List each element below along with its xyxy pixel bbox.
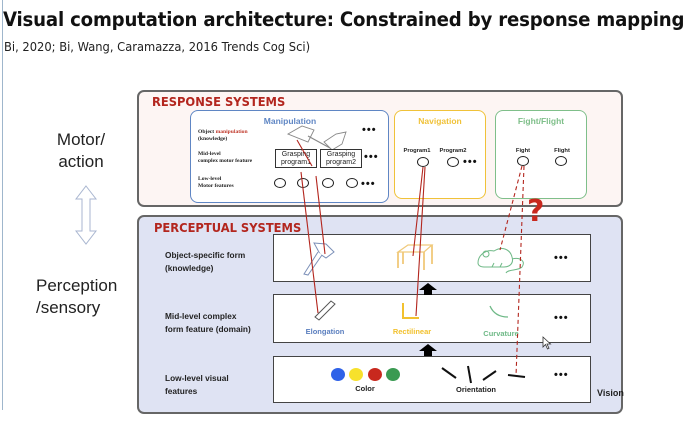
rectilinear-corner-icon bbox=[402, 303, 419, 319]
perception-sensory-label: Perception /sensory bbox=[36, 275, 132, 319]
nav-program2-label: Program2 bbox=[439, 148, 467, 154]
up-arrow-icon-2 bbox=[419, 344, 437, 356]
curvature-arc-icon bbox=[489, 305, 509, 318]
color-dots bbox=[331, 368, 403, 381]
perception-label-line2: /sensory bbox=[36, 298, 101, 317]
elongation-label: Elongation bbox=[305, 327, 345, 336]
low-visual-line1: Low-level visual bbox=[165, 373, 229, 383]
slide-left-border bbox=[2, 0, 3, 410]
motor-feature-node-4 bbox=[346, 178, 358, 188]
question-mark-annotation: ? bbox=[527, 194, 545, 229]
mid-form-line2: form feature (domain) bbox=[165, 323, 251, 334]
fight-node bbox=[517, 156, 529, 166]
mid-form-line1: Mid-level complex bbox=[165, 311, 237, 321]
grasping-program1-line1: Grasping bbox=[281, 151, 311, 158]
mid-level-line1: Mid-level bbox=[198, 151, 221, 157]
color-dot-green bbox=[386, 368, 400, 381]
up-arrow-icon-1 bbox=[419, 283, 437, 295]
rectilinear-label: Rectilinear bbox=[392, 327, 432, 336]
mid-ellipsis: ••• bbox=[554, 312, 569, 324]
navigation-title: Navigation bbox=[418, 116, 462, 126]
object-form-line2: (knowledge) bbox=[165, 262, 214, 273]
object-prefix: Object bbox=[198, 129, 216, 135]
mid-level-line2: complex motor feature bbox=[198, 158, 253, 164]
fight-label: Fight bbox=[515, 148, 531, 154]
nav-program1-node bbox=[417, 157, 429, 167]
low-ellipsis: ••• bbox=[554, 369, 569, 381]
response-systems-title: RESPONSE SYSTEMS bbox=[152, 94, 286, 109]
orientation-label: Orientation bbox=[455, 385, 496, 394]
double-vertical-arrow-icon bbox=[74, 185, 98, 245]
low-level-line2: Motor features bbox=[198, 183, 234, 189]
grasping-program2-line1: Grasping bbox=[326, 151, 356, 158]
motor-label-line1: Motor/ bbox=[56, 130, 106, 149]
motor-feature-node-2 bbox=[297, 178, 309, 188]
slide-subtitle: Bi, 2020; Bi, Wang, Caramazza, 2016 Tren… bbox=[4, 39, 311, 54]
navigation-box bbox=[394, 110, 486, 199]
motor-feature-node-1 bbox=[274, 178, 286, 188]
axe-grasp-icon bbox=[286, 125, 347, 151]
low-feature-panel bbox=[273, 356, 591, 403]
color-dot-yellow bbox=[349, 368, 363, 381]
color-label: Color bbox=[355, 384, 375, 393]
mid-level-form-label: Mid-level complex form feature (domain) bbox=[165, 310, 251, 335]
object-form-line1: Object-specific form bbox=[165, 250, 246, 260]
axe-icon bbox=[303, 242, 335, 276]
color-dot-blue bbox=[331, 368, 345, 381]
motor-action-label: Motor/ action bbox=[46, 129, 116, 173]
color-dot-red bbox=[368, 368, 382, 381]
low-visual-line2: features bbox=[165, 385, 198, 396]
table-icon bbox=[396, 244, 434, 270]
fight-flight-title: Fight/Flight bbox=[517, 116, 565, 126]
grasping-program2-box: Grasping program2 bbox=[320, 149, 362, 168]
motor-feature-node-3 bbox=[322, 178, 334, 188]
mouse-cursor-icon bbox=[542, 336, 552, 350]
nav-program1-label: Program1 bbox=[403, 148, 431, 154]
flight-node bbox=[555, 156, 567, 166]
mid-level-motor-label: Mid-level complex motor feature bbox=[198, 151, 252, 165]
perceptual-systems-title: PERCEPTUAL SYSTEMS bbox=[154, 220, 302, 235]
object-manipulation-label: Object manipulation (knowledge) bbox=[198, 129, 248, 143]
navigation-ellipsis: ••• bbox=[463, 156, 478, 168]
fight-flight-box bbox=[495, 110, 587, 199]
manipulation-ellipsis-1: ••• bbox=[362, 124, 377, 136]
manipulation-ellipsis-3: ••• bbox=[361, 178, 376, 190]
orientation-lines-icon bbox=[441, 365, 526, 384]
grasping-program2-line2: program2 bbox=[326, 159, 356, 166]
low-level-line1: Low-level bbox=[198, 176, 222, 182]
low-level-motor-label: Low-level Motor features bbox=[198, 176, 234, 190]
grasping-program1-box: Grasping program1 bbox=[275, 149, 317, 168]
manipulation-title: Manipulation bbox=[263, 116, 317, 126]
low-level-visual-label: Low-level visual features bbox=[165, 372, 229, 397]
flight-label: Flight bbox=[554, 148, 570, 154]
motor-label-line2: action bbox=[58, 152, 104, 171]
mouse-icon bbox=[477, 248, 524, 274]
curvature-label: Curvature bbox=[483, 329, 519, 338]
manipulation-ellipsis-2: ••• bbox=[364, 151, 379, 163]
knowledge-label: (knowledge) bbox=[198, 136, 228, 142]
vision-modality-label: Vision bbox=[597, 388, 624, 398]
elongation-bar-icon bbox=[314, 300, 336, 321]
nav-program2-node bbox=[447, 157, 459, 167]
perception-label-line1: Perception bbox=[36, 276, 118, 295]
object-specific-form-label: Object-specific form (knowledge) bbox=[165, 249, 245, 274]
slide-title: Visual computation architecture: Constra… bbox=[3, 8, 685, 31]
grasping-program1-line2: program1 bbox=[281, 159, 311, 166]
manipulation-highlight: manipulation bbox=[215, 129, 248, 135]
object-ellipsis: ••• bbox=[554, 252, 569, 264]
